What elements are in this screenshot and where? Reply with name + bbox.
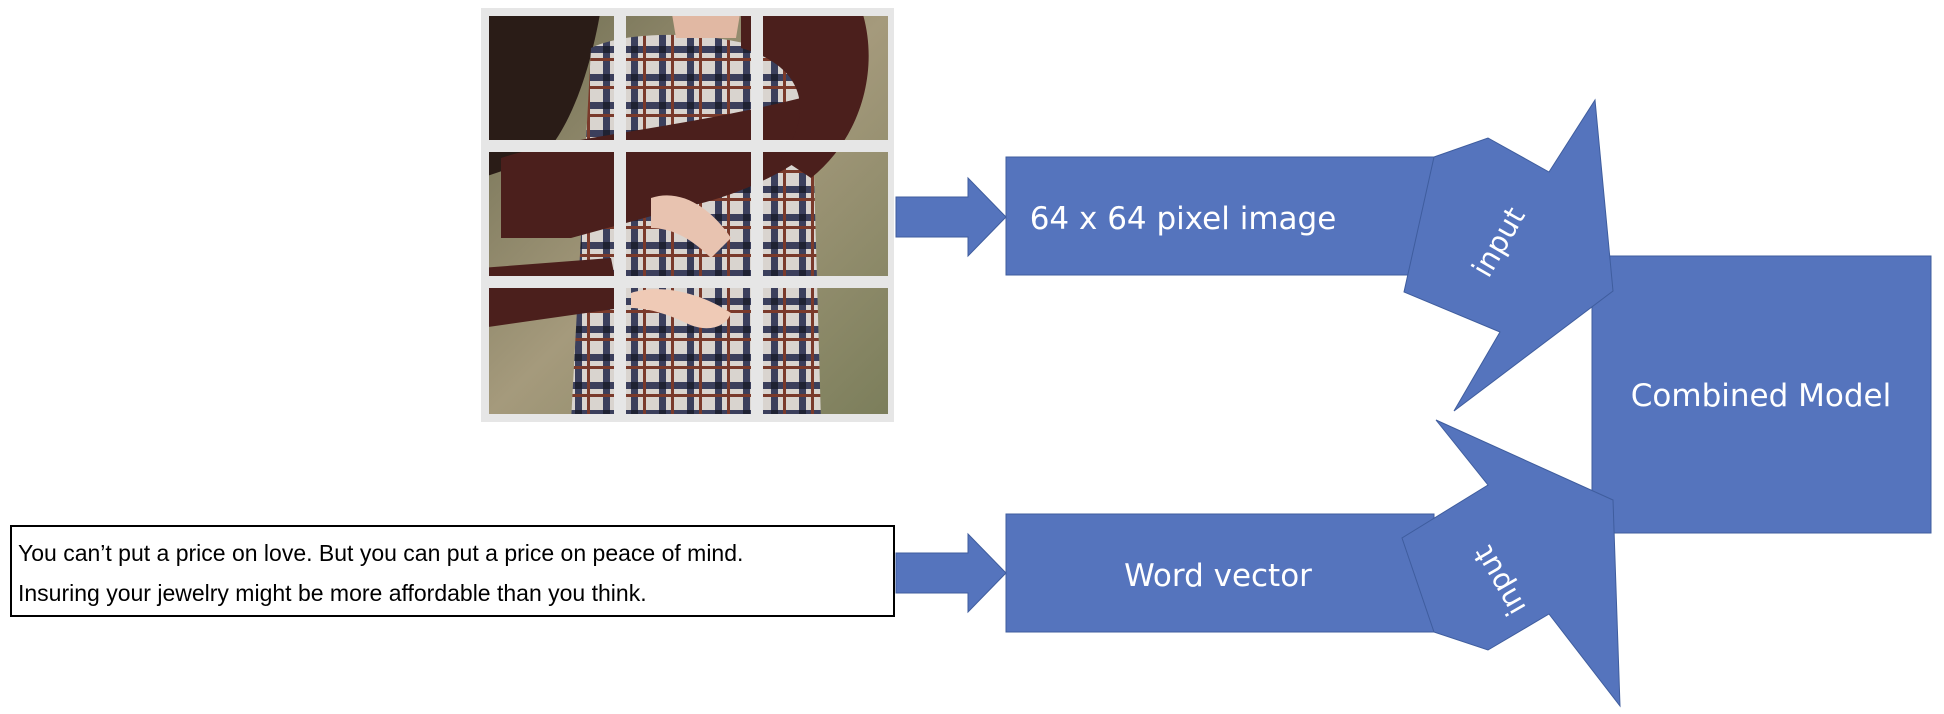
word-vector-box-label: Word vector xyxy=(1124,558,1312,594)
photo-to-image-arrow xyxy=(895,176,1007,258)
photo-grid xyxy=(481,8,894,422)
image-box-label: 64 x 64 pixel image xyxy=(1030,201,1337,237)
lower-input-arrow xyxy=(1401,419,1621,708)
caption-text-box: You can’t put a price on love. But you c… xyxy=(10,525,895,617)
caption-line-2: Insuring your jewelry might be more affo… xyxy=(18,580,647,606)
upper-input-arrow xyxy=(1403,98,1614,412)
combined-model-label: Combined Model xyxy=(1631,378,1891,414)
couple-photo-image xyxy=(481,8,894,422)
image-box xyxy=(1005,156,1435,276)
combined-model-box xyxy=(1591,255,1932,534)
caption-line-1: You can’t put a price on love. But you c… xyxy=(18,540,744,566)
caption-to-word-arrow xyxy=(895,532,1007,614)
